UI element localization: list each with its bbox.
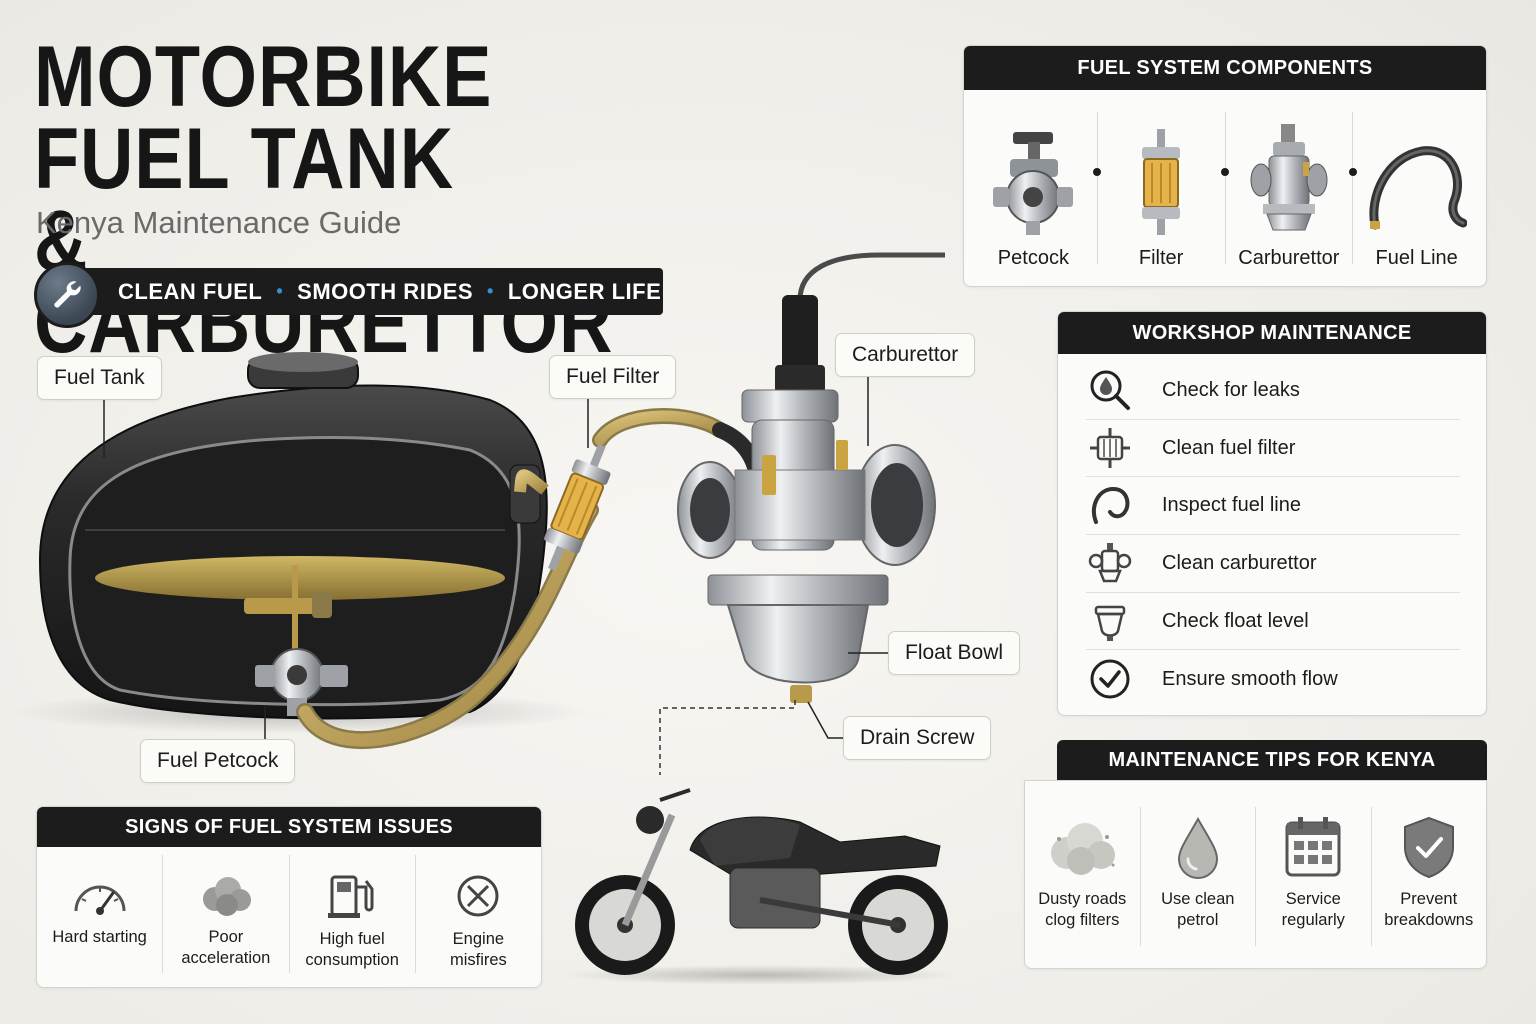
tips-title: MAINTENANCE TIPS FOR KENYA bbox=[1057, 740, 1487, 781]
workshop-item: Check float level bbox=[1086, 593, 1460, 651]
smoke-icon bbox=[202, 877, 251, 916]
tip-label: Use clean petrol bbox=[1161, 890, 1235, 929]
component-label: Carburettor bbox=[1238, 247, 1340, 269]
workshop-item-label: Inspect fuel line bbox=[1162, 494, 1301, 517]
page-subtitle: Kenya Maintenance Guide bbox=[36, 205, 402, 240]
petcock-icon bbox=[993, 132, 1074, 235]
workshop-item-label: Clean fuel filter bbox=[1162, 436, 1296, 459]
cross-circle-icon bbox=[457, 875, 499, 917]
tip-item: Use clean petrol bbox=[1141, 807, 1256, 946]
divider bbox=[1348, 112, 1357, 264]
divider bbox=[1093, 112, 1102, 264]
tips-panel: Dusty roads clog filters Use clean petro… bbox=[1024, 780, 1487, 969]
divider bbox=[1221, 112, 1229, 264]
tip-item: Service regularly bbox=[1256, 807, 1372, 946]
sign-item: High fuel consumption bbox=[290, 855, 416, 973]
tip-label: Service regularly bbox=[1281, 890, 1345, 929]
fuel-filter bbox=[544, 443, 611, 571]
carburettor-icon bbox=[1250, 124, 1328, 231]
carburettor-icon bbox=[1086, 539, 1134, 587]
motorbike bbox=[560, 788, 960, 985]
workshop-item-label: Ensure smooth flow bbox=[1162, 667, 1338, 690]
sign-label: Poor acceleration bbox=[181, 928, 271, 967]
workshop-item: Check for leaks bbox=[1086, 362, 1460, 420]
workshop-item: Ensure smooth flow bbox=[1086, 650, 1460, 708]
calendar-icon bbox=[1285, 817, 1341, 877]
leak-search-icon bbox=[1086, 366, 1134, 414]
filter-icon bbox=[1142, 129, 1181, 235]
workshop-item-label: Check for leaks bbox=[1162, 378, 1300, 401]
dust-cloud-icon bbox=[1051, 823, 1116, 875]
tip-label: Dusty roads clog filters bbox=[1038, 890, 1127, 929]
components-panel: FUEL SYSTEM COMPONENTS Petcock bbox=[963, 45, 1487, 287]
sign-label: Engine misfires bbox=[449, 930, 507, 969]
carburettor bbox=[677, 295, 936, 703]
component-filter: Filter bbox=[1098, 90, 1225, 286]
fuel-pump-icon bbox=[328, 875, 374, 918]
callout-drain-screw: Drain Screw bbox=[843, 716, 992, 760]
petcock bbox=[244, 565, 348, 716]
tip-item: Prevent breakdowns bbox=[1372, 807, 1487, 946]
slogan-separator: • bbox=[276, 281, 284, 301]
component-carburettor: Carburettor bbox=[1226, 90, 1353, 286]
slogan-separator: • bbox=[487, 281, 494, 301]
workshop-item: Clean fuel filter bbox=[1086, 420, 1460, 478]
wrench-icon bbox=[34, 262, 100, 328]
callout-fuel-filter: Fuel Filter bbox=[549, 355, 677, 399]
float-bowl-icon bbox=[1086, 597, 1134, 645]
signs-panel: SIGNS OF FUEL SYSTEM ISSUES Hard startin… bbox=[36, 806, 542, 988]
components-title: FUEL SYSTEM COMPONENTS bbox=[964, 46, 1486, 90]
slogan-2: SMOOTH RIDES bbox=[297, 278, 474, 304]
sign-item: Engine misfires bbox=[416, 855, 541, 973]
tip-label: Prevent breakdowns bbox=[1384, 890, 1474, 929]
slogan-banner: CLEAN FUEL • SMOOTH RIDES • LONGER LIFE bbox=[58, 268, 663, 315]
check-circle-icon bbox=[1086, 655, 1134, 703]
shield-check-icon bbox=[1403, 816, 1454, 879]
sign-label: High fuel consumption bbox=[305, 930, 399, 969]
workshop-item: Clean carburettor bbox=[1086, 535, 1460, 593]
slogan-3: LONGER LIFE bbox=[507, 278, 662, 304]
component-label: Filter bbox=[1138, 247, 1184, 269]
workshop-item: Inspect fuel line bbox=[1086, 477, 1460, 536]
workshop-panel: WORKSHOP MAINTENANCE Check for leaks Cle… bbox=[1057, 311, 1487, 716]
tip-item: Dusty roads clog filters bbox=[1025, 807, 1141, 946]
component-label: Fuel Line bbox=[1375, 247, 1458, 269]
sign-item: Hard starting bbox=[37, 855, 164, 973]
callout-float-bowl: Float Bowl bbox=[888, 631, 1021, 675]
callout-fuel-petcock: Fuel Petcock bbox=[140, 739, 296, 783]
slogan-1: CLEAN FUEL bbox=[118, 278, 263, 304]
fuel-drop-icon bbox=[1177, 816, 1218, 879]
sign-item: Poor acceleration bbox=[163, 855, 290, 973]
component-label: Petcock bbox=[997, 247, 1069, 269]
workshop-item-label: Clean carburettor bbox=[1162, 551, 1317, 574]
workshop-title: WORKSHOP MAINTENANCE bbox=[1058, 312, 1486, 354]
component-fuel-line: Fuel Line bbox=[1353, 90, 1480, 286]
sign-label: Hard starting bbox=[52, 928, 147, 946]
component-petcock: Petcock bbox=[970, 90, 1097, 286]
filter-icon bbox=[1086, 424, 1134, 472]
workshop-item-label: Check float level bbox=[1162, 609, 1309, 632]
hose-icon bbox=[1086, 482, 1134, 530]
callout-fuel-tank: Fuel Tank bbox=[37, 356, 162, 400]
title-line-1: MOTORBIKE FUEL TANK bbox=[34, 29, 493, 207]
callout-carburettor: Carburettor bbox=[835, 333, 976, 377]
fuel-line-icon bbox=[1369, 146, 1467, 230]
signs-title: SIGNS OF FUEL SYSTEM ISSUES bbox=[37, 807, 541, 847]
gauge-icon bbox=[74, 885, 126, 915]
